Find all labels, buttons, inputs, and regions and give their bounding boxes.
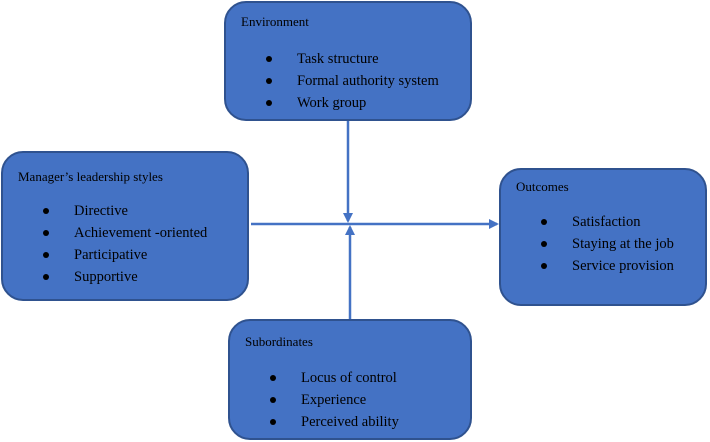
subordinates-box: Subordinates Locus of control Experience… (228, 319, 472, 440)
subordinates-title: Subordinates (245, 334, 313, 349)
list-item: Staying at the job (541, 233, 674, 255)
list-item: Directive (43, 200, 207, 222)
list-item: Work group (266, 92, 439, 114)
leadership-styles-title: Manager’s leadership styles (18, 169, 163, 184)
list-item: Service provision (541, 255, 674, 277)
environment-list: Task structure Formal authority system W… (266, 48, 439, 114)
environment-box: Environment Task structure Formal author… (224, 1, 472, 121)
list-item: Experience (270, 389, 399, 411)
subordinates-list: Locus of control Experience Perceived ab… (270, 367, 399, 433)
list-item: Satisfaction (541, 211, 674, 233)
list-item: Achievement -oriented (43, 222, 207, 244)
list-item: Task structure (266, 48, 439, 70)
outcomes-title: Outcomes (516, 179, 569, 194)
list-item: Participative (43, 244, 207, 266)
outcomes-box: Outcomes Satisfaction Staying at the job… (499, 168, 707, 306)
list-item: Perceived ability (270, 411, 399, 433)
environment-title: Environment (241, 14, 309, 29)
list-item: Formal authority system (266, 70, 439, 92)
outcomes-list: Satisfaction Staying at the job Service … (541, 211, 674, 277)
list-item: Supportive (43, 266, 207, 288)
leadership-styles-box: Manager’s leadership styles Directive Ac… (1, 151, 249, 301)
list-item: Locus of control (270, 367, 399, 389)
leadership-styles-list: Directive Achievement -oriented Particip… (43, 200, 207, 288)
